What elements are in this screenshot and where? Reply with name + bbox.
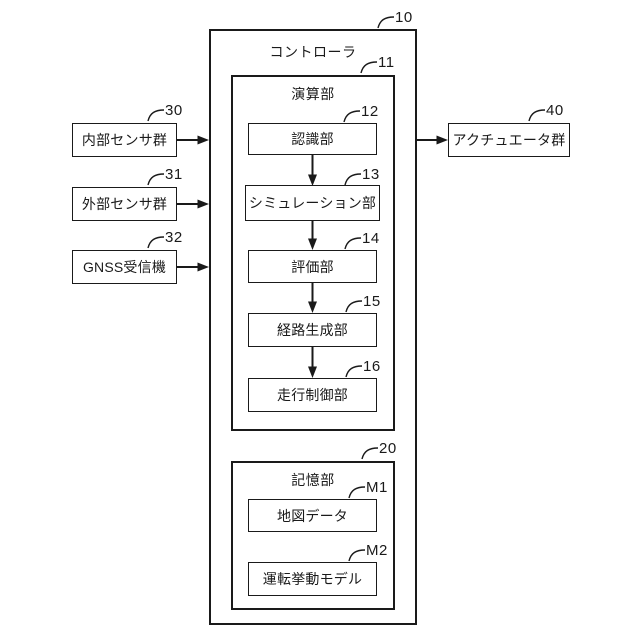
block-internal-sensors-label: 内部センサ群 <box>81 132 168 148</box>
controller-box: コントローラ <box>209 29 417 625</box>
ref-11: 11 <box>378 54 395 71</box>
block-driving-behavior-model-label: 運転挙動モデル <box>262 571 363 587</box>
storage-unit-box: 記憶部 <box>231 461 395 610</box>
ref-32: 32 <box>165 229 183 246</box>
block-driving-behavior-model: 運転挙動モデル <box>248 562 377 596</box>
arrow-gnss-to-controller <box>177 262 209 272</box>
ref-M2: M2 <box>366 542 388 559</box>
block-external-sensors: 外部センサ群 <box>72 187 177 221</box>
storage-unit-label: 記憶部 <box>291 472 335 488</box>
arrow-controller-to-actuators <box>417 135 448 145</box>
ref-M1: M1 <box>366 479 388 496</box>
block-recognition-label: 認識部 <box>291 131 334 147</box>
arrow-internal-sensors-to-controller <box>177 135 209 145</box>
block-actuators: アクチュエータ群 <box>448 123 570 157</box>
block-evaluation: 評価部 <box>248 250 377 283</box>
block-route-generation-label: 経路生成部 <box>277 322 348 338</box>
block-route-generation: 経路生成部 <box>248 313 377 347</box>
arrow-external-sensors-to-controller <box>177 199 209 209</box>
block-map-data-label: 地図データ <box>277 507 348 524</box>
block-external-sensors-label: 外部センサ群 <box>81 196 168 212</box>
block-evaluation-label: 評価部 <box>291 258 334 275</box>
block-recognition: 認識部 <box>248 123 377 155</box>
block-drive-control: 走行制御部 <box>248 378 377 412</box>
ref-12: 12 <box>361 103 379 120</box>
ref-20: 20 <box>379 440 397 457</box>
ref-15: 15 <box>363 293 381 310</box>
ref-40: 40 <box>546 102 564 119</box>
ref-14: 14 <box>362 230 380 247</box>
block-gnss-receiver-label: GNSS受信機 <box>82 259 167 275</box>
compute-unit-label: 演算部 <box>291 86 335 102</box>
block-simulation: シミュレーション部 <box>245 185 380 221</box>
ref-30: 30 <box>165 102 183 119</box>
ref-31: 31 <box>165 166 183 183</box>
block-map-data: 地図データ <box>248 499 377 532</box>
controller-label: コントローラ <box>269 44 357 60</box>
compute-unit-box: 演算部 <box>231 75 395 431</box>
block-simulation-label: シミュレーション部 <box>248 195 377 211</box>
block-actuators-label: アクチュエータ群 <box>452 132 566 148</box>
block-gnss-receiver: GNSS受信機 <box>72 250 177 284</box>
ref-13: 13 <box>362 166 380 183</box>
block-drive-control-label: 走行制御部 <box>277 387 348 403</box>
ref-10: 10 <box>395 9 413 26</box>
block-internal-sensors: 内部センサ群 <box>72 123 177 157</box>
ref-16: 16 <box>363 358 381 375</box>
